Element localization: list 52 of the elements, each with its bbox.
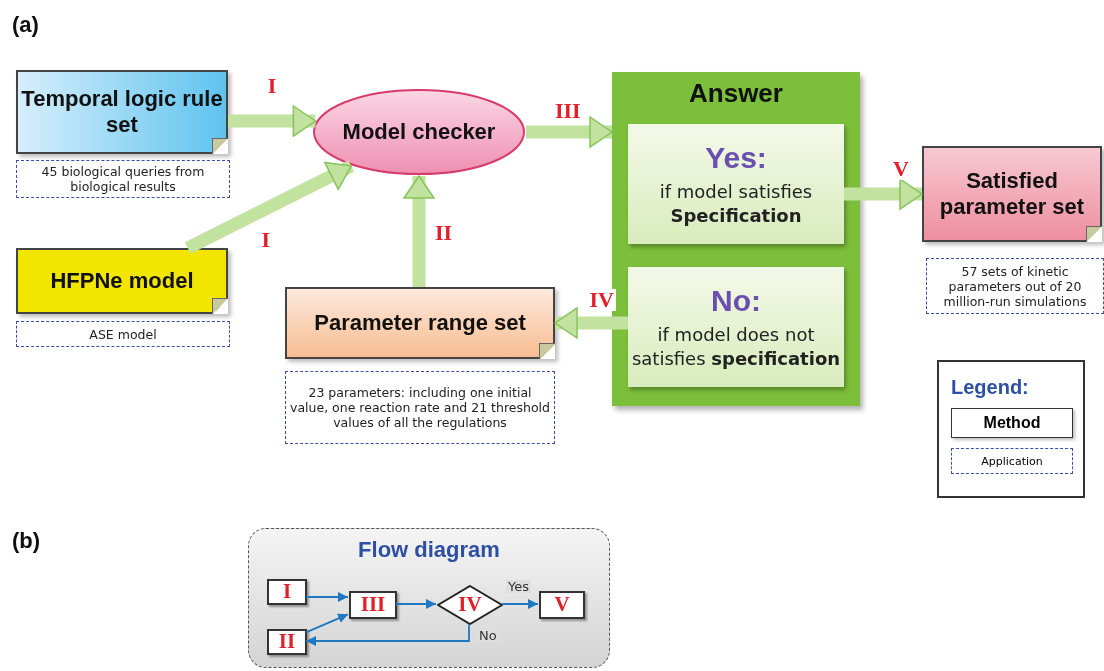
legend-title: Legend: <box>951 376 1029 399</box>
node-title: HFPNe model <box>50 267 194 295</box>
application-sample: Application <box>951 448 1073 474</box>
arrow <box>305 592 349 602</box>
edge-label: Yes <box>506 580 531 593</box>
step-box <box>267 579 307 605</box>
node-title: Parameter range set <box>314 309 526 337</box>
answer-heading: Yes: <box>705 139 767 176</box>
answer-text: if model satisfies Specification <box>658 179 814 228</box>
block-arrow <box>844 178 923 210</box>
answer-panel <box>612 72 860 406</box>
application-note: 57 sets of kinetic parameters out of 20 million-run simulations <box>926 258 1104 314</box>
rule-set-note <box>16 70 228 154</box>
model-checker-ellipse <box>312 88 526 176</box>
block-arrow <box>554 307 628 339</box>
step-number: I <box>282 579 292 605</box>
step-number: III <box>360 592 386 618</box>
yes-answer-box <box>628 124 844 244</box>
answer-heading: No: <box>711 282 761 319</box>
answer-text: if model does not satisfies specification <box>630 322 842 371</box>
panel-label: (b) <box>12 528 41 554</box>
arrow <box>395 599 437 609</box>
block-arrow <box>526 116 613 148</box>
arrow <box>305 613 349 634</box>
arrow <box>305 623 470 646</box>
step-box <box>267 629 307 655</box>
step-box <box>349 591 397 619</box>
model-note <box>16 248 228 314</box>
block-arrow <box>184 160 355 254</box>
step-number: II <box>278 629 296 655</box>
application-note: ASE model <box>16 321 230 347</box>
no-answer-box <box>628 267 844 387</box>
block-arrow <box>403 175 435 287</box>
node-title: Satisfied parameter set <box>938 167 1086 221</box>
step-number: V <box>554 592 570 618</box>
panel-label: (a) <box>12 12 39 38</box>
method-sample: Method <box>951 408 1073 438</box>
decision-diamond <box>437 585 503 625</box>
arrow <box>501 599 539 609</box>
node-title: Model checker <box>342 118 496 146</box>
step-number: IV <box>458 592 482 618</box>
block-arrow <box>228 105 317 137</box>
flow-diagram-panel <box>248 528 610 668</box>
panel-title: Answer <box>689 78 783 110</box>
satisfied-set-note <box>922 146 1102 242</box>
parameter-range-note <box>285 287 555 359</box>
application-note: 45 biological queries from biological results <box>16 160 230 198</box>
step-box <box>539 591 585 619</box>
panel-title: Flow diagram <box>358 537 500 564</box>
application-note: 23 parameters: including one initial value, one reaction rate and 21 threshold values of all the regulations <box>285 371 555 444</box>
edge-label: IV <box>587 289 616 311</box>
node-title: Temporal logic rule set <box>20 85 224 139</box>
